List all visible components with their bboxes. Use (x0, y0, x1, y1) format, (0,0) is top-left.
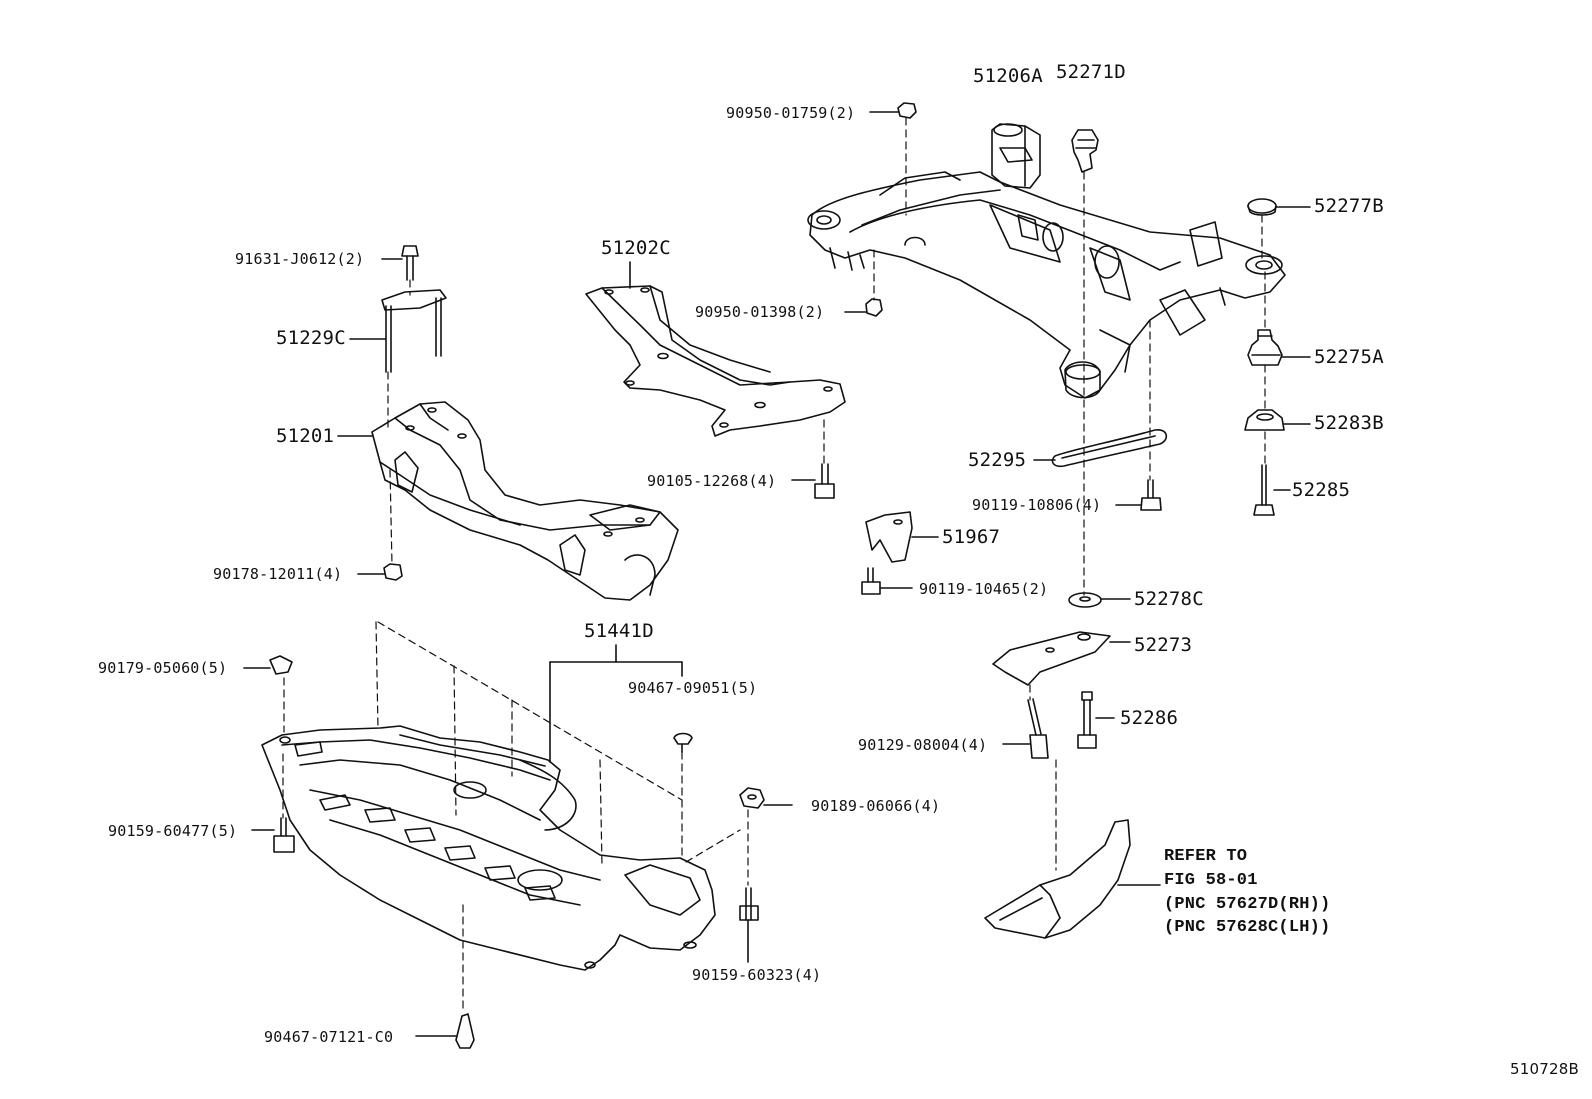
label-51202C: 51202C (601, 237, 671, 259)
member-bushing (992, 124, 1040, 188)
washer-52278C (1069, 593, 1130, 607)
stopper-52275A (1248, 330, 1310, 365)
label-52275A: 52275A (1314, 346, 1384, 368)
alignment-lines (283, 118, 1265, 1010)
label-52286: 52286 (1120, 707, 1179, 729)
label-90179-05060: 90179-05060(5) (98, 659, 228, 677)
label-90159-60477: 90159-60477(5) (108, 822, 238, 840)
bolt-90159-60323 (740, 888, 758, 962)
label-90105-12268: 90105-12268(4) (647, 472, 777, 490)
bolt-52286 (1078, 692, 1114, 748)
clip-90467-07121-C0 (416, 1014, 474, 1048)
front-crossmember-51201 (338, 402, 678, 600)
refer-note-line-1: REFER TO (1164, 847, 1248, 866)
label-51206A: 51206A (973, 65, 1043, 87)
label-90950-01759: 90950-01759(2) (726, 104, 856, 122)
fuel-tank-protector (985, 820, 1160, 938)
label-90178-12011: 90178-12011(4) (213, 565, 343, 583)
clip-90179-05060 (244, 656, 292, 674)
clip-90467-09051 (674, 734, 692, 753)
brace-52295 (1034, 430, 1166, 467)
label-52277B: 52277B (1314, 195, 1384, 217)
stud-plate-51229C (350, 290, 446, 372)
label-90467-09051: 90467-09051(5) (628, 679, 758, 697)
nut-90189-06066 (740, 788, 792, 808)
label-52273: 52273 (1134, 634, 1193, 656)
label-51967: 51967 (942, 526, 1001, 548)
label-51441D: 51441D (584, 620, 654, 642)
refer-note-line-2: FIG 58-01 (1164, 870, 1258, 890)
bolt-90105-12268 (792, 464, 834, 498)
label-90467-07121-C0: 90467-07121-C0 (264, 1028, 394, 1046)
member-stopper (1072, 130, 1098, 172)
label-90119-10806: 90119-10806(4) (972, 496, 1102, 514)
label-52285: 52285 (1292, 479, 1351, 501)
label-90159-60323: 90159-60323(4) (692, 966, 822, 984)
label-90129-08004: 90129-08004(4) (858, 736, 988, 754)
crossmember-51202C (586, 262, 845, 436)
label-51229C: 51229C (276, 327, 346, 349)
label-52271D: 52271D (1056, 61, 1126, 83)
label-91631-J0612: 91631-J0612(2) (235, 250, 365, 268)
label-90950-01398: 90950-01398(2) (695, 303, 825, 321)
refer-note: REFER TO FIG 58-01 (PNC 57627D(RH)) (PNC… (1164, 845, 1330, 940)
group-bracket-51441D (550, 645, 682, 762)
nut-90950-01398 (845, 299, 882, 316)
bolt-90119-10806 (1116, 480, 1161, 510)
refer-note-line-4: (PNC 57628C(LH)) (1164, 918, 1331, 938)
plate-52273 (993, 632, 1130, 685)
bolt-90159-60477 (252, 818, 294, 852)
nut-90178-12011 (358, 564, 402, 580)
nut-90950-01759 (870, 103, 916, 118)
label-90119-10465: 90119-10465(2) (919, 580, 1049, 598)
bolt-90119-10465 (862, 568, 912, 594)
label-52295: 52295 (968, 449, 1027, 471)
label-51201: 51201 (276, 425, 335, 447)
bolt-90129-08004 (1003, 699, 1048, 758)
bracket-51967 (866, 512, 938, 562)
upper-cushion-52277B (1248, 199, 1310, 215)
label-52283B: 52283B (1314, 412, 1384, 434)
illustration-id: 510728B (1510, 1060, 1579, 1078)
bolt-52285 (1254, 465, 1290, 515)
label-90189-06066: 90189-06066(4) (811, 797, 941, 815)
lower-cushion-52283B (1245, 410, 1310, 430)
engine-under-cover-51441D (262, 726, 715, 970)
bolt-91631-J0612 (382, 246, 418, 280)
label-52278C: 52278C (1134, 588, 1204, 610)
refer-note-line-3: (PNC 57627D(RH)) (1164, 894, 1331, 914)
rear-suspension-member (808, 172, 1285, 398)
